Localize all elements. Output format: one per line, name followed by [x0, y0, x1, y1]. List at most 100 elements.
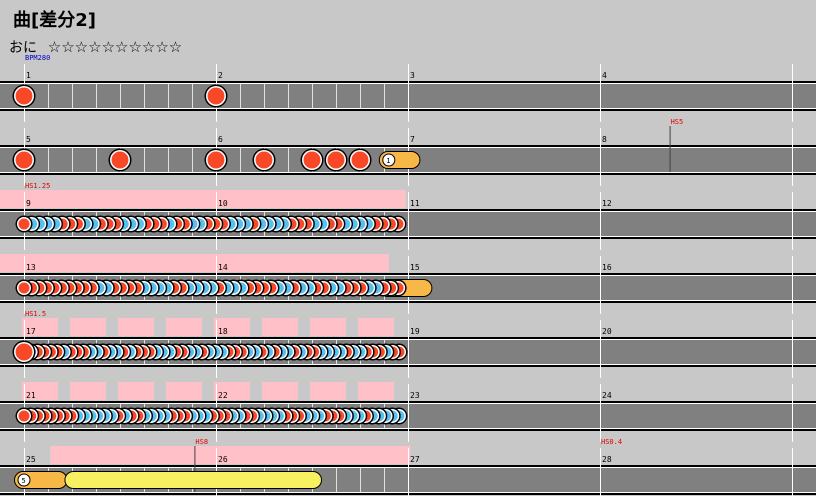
scroll-zone: [0, 190, 406, 208]
don-note: [255, 151, 273, 169]
measure-number: 10: [218, 199, 228, 208]
scroll-zone: [262, 318, 298, 336]
scroll-zone: [70, 382, 106, 400]
measure-line: [792, 256, 793, 314]
beat-line: [192, 84, 193, 108]
scroll-zone: [50, 446, 411, 464]
measure-line: [600, 64, 601, 122]
beat-line: [192, 148, 193, 172]
don-note: [207, 151, 225, 169]
big-drumroll: [65, 472, 322, 488]
scroll-zone: [358, 318, 394, 336]
scroll-zone: [262, 382, 298, 400]
scroll-zone: [118, 318, 154, 336]
measure-line: [792, 384, 793, 442]
scroll-zone: [22, 318, 58, 336]
event-label: HS8: [195, 438, 208, 446]
measure-line: [408, 448, 409, 496]
balloon-note-count: 1: [386, 157, 390, 165]
measure-number: 27: [410, 455, 420, 464]
measure-number: 21: [26, 391, 36, 400]
beat-line: [168, 84, 169, 108]
measure-number: 7: [410, 135, 415, 144]
measure-number: 16: [602, 263, 612, 272]
measure-number: 2: [218, 71, 223, 80]
measure-number: 3: [410, 71, 415, 80]
measure-line: [792, 320, 793, 378]
beat-line: [288, 148, 289, 172]
measure-number: 26: [218, 455, 228, 464]
scroll-zone: [166, 318, 202, 336]
measure-line: [792, 448, 793, 496]
don-note: [15, 151, 33, 169]
balloon-note-count: 5: [22, 477, 26, 485]
balloon-note-head: [17, 473, 31, 487]
measure-line: [600, 192, 601, 250]
don-note: [18, 282, 30, 294]
beat-line: [120, 84, 121, 108]
beat-line: [240, 84, 241, 108]
measure-number: 18: [218, 327, 228, 336]
measure-number: 13: [26, 263, 36, 272]
event-label: HS1.25: [25, 182, 50, 190]
scroll-zone: [0, 254, 389, 272]
measure-line: [408, 384, 409, 442]
measure-number: 25: [26, 455, 36, 464]
don-note: [18, 410, 30, 422]
measure-line: [600, 256, 601, 314]
beat-line: [384, 84, 385, 108]
beat-line: [72, 148, 73, 172]
measure-line: [600, 448, 601, 496]
measure-line: [792, 192, 793, 250]
measure-number: 22: [218, 391, 228, 400]
don-note: [327, 151, 345, 169]
measure-line: [792, 128, 793, 186]
beat-line: [48, 148, 49, 172]
don-note: [303, 151, 321, 169]
measure-line: [408, 320, 409, 378]
beat-line: [288, 84, 289, 108]
measure-line: [792, 64, 793, 122]
beat-line: [336, 468, 337, 492]
scroll-zone: [70, 318, 106, 336]
song-title: 曲[差分2]: [13, 10, 96, 31]
measure-number: 17: [26, 327, 36, 336]
beat-line: [72, 84, 73, 108]
event-label: HS1.5: [25, 310, 46, 318]
beat-line: [384, 468, 385, 492]
measure-number: 5: [26, 135, 31, 144]
measure-number: 9: [26, 199, 31, 208]
scroll-zone: [214, 382, 250, 400]
don-note: [207, 87, 225, 105]
event-label: HS0.4: [601, 438, 622, 446]
measure-number: 24: [602, 391, 612, 400]
beat-line: [96, 84, 97, 108]
beat-line: [144, 148, 145, 172]
don-note: [15, 87, 33, 105]
measure-number: 28: [602, 455, 612, 464]
measure-number: 12: [602, 199, 612, 208]
measure-number: 19: [410, 327, 420, 336]
measure-number: 14: [218, 263, 228, 272]
scroll-zone: [118, 382, 154, 400]
difficulty-stars: ☆☆☆☆☆☆☆☆☆☆: [47, 38, 183, 56]
measure-line: [600, 320, 601, 378]
measure-number: 23: [410, 391, 420, 400]
measure-number: 11: [410, 199, 420, 208]
difficulty-label: おに: [9, 40, 37, 56]
beat-line: [264, 84, 265, 108]
balloon-note-head: [382, 153, 396, 167]
scroll-zone: [358, 382, 394, 400]
don-note: [111, 151, 129, 169]
beat-line: [144, 84, 145, 108]
scroll-zone: [310, 318, 346, 336]
scroll-zone: [214, 318, 250, 336]
event-label: BPM280: [25, 54, 50, 62]
measure-line: [600, 128, 601, 186]
measure-number: 6: [218, 135, 223, 144]
beat-line: [168, 148, 169, 172]
beat-line: [48, 84, 49, 108]
event-line: [669, 126, 671, 172]
beat-line: [96, 148, 97, 172]
